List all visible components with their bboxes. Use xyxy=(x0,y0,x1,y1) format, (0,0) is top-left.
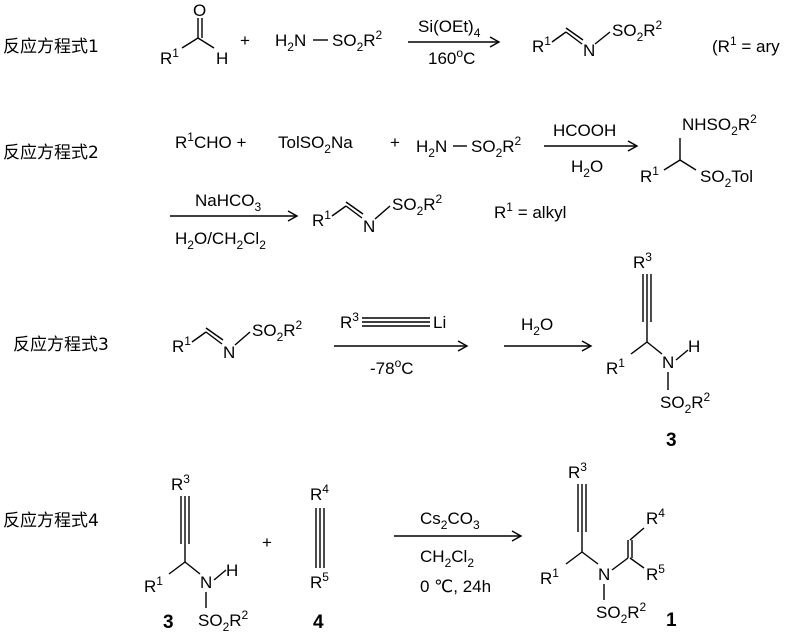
compound-number-4: 4 xyxy=(313,612,324,633)
svg-text:HCOOH: HCOOH xyxy=(553,121,616,140)
svg-text:SO2R2: SO2R2 xyxy=(660,390,711,416)
svg-text:N: N xyxy=(200,573,212,592)
eq2-plus: + xyxy=(390,133,400,152)
svg-text:SO2R2: SO2R2 xyxy=(392,192,443,218)
eq3-imine: R1 N SO2R2 xyxy=(172,318,303,362)
svg-text:N: N xyxy=(223,343,235,362)
eq2-aldehyde: R1CHO + xyxy=(175,130,246,152)
svg-text:Li: Li xyxy=(433,313,446,332)
svg-text:N: N xyxy=(363,217,375,236)
bond xyxy=(181,37,199,49)
eq1-sulfonamide: H2N SO2R2 xyxy=(275,28,383,54)
svg-text:R3: R3 xyxy=(340,310,359,332)
svg-text:R1: R1 xyxy=(144,574,163,596)
eq2-sulfinate: TolSO2Na xyxy=(278,133,353,156)
eq2-intermediate: NHSO2R2 R1 SO2Tol xyxy=(640,112,757,190)
svg-text:H2O/CH2Cl2: H2O/CH2Cl2 xyxy=(175,229,266,252)
svg-text:SO2R2: SO2R2 xyxy=(198,608,249,634)
svg-text:SO2R2: SO2R2 xyxy=(471,134,522,160)
svg-text:R3: R3 xyxy=(568,460,587,482)
svg-text:R4: R4 xyxy=(646,506,665,528)
svg-text:R1: R1 xyxy=(172,334,191,356)
svg-text:R3: R3 xyxy=(171,472,190,494)
svg-text:Si(OEt)4: Si(OEt)4 xyxy=(418,17,481,40)
eq3-arrow2: H2O xyxy=(504,315,593,352)
svg-text:R1: R1 xyxy=(640,164,659,186)
svg-text:R5: R5 xyxy=(646,562,665,584)
eq4-label: 反应方程式4 xyxy=(3,511,99,531)
eq1-imine: R1 N SO2R2 xyxy=(532,18,663,60)
eq4-arrow: Cs2CO3 CH2Cl2 0 ℃, 24h xyxy=(394,509,523,596)
eq2-arrow2: NaHCO3 H2O/CH2Cl2 xyxy=(170,191,299,252)
svg-text:R1: R1 xyxy=(532,34,551,56)
svg-text:SO2R2: SO2R2 xyxy=(252,318,303,344)
compound-number-3: 3 xyxy=(666,430,677,451)
eq4-reactant-3: R3 R1 N H SO2R2 3 xyxy=(144,472,249,634)
svg-text:Cs2CO3: Cs2CO3 xyxy=(420,509,480,532)
svg-text:H: H xyxy=(688,337,700,356)
svg-text:R1: R1 xyxy=(606,356,625,378)
svg-text:N: N xyxy=(583,41,595,60)
svg-text:R4: R4 xyxy=(310,482,329,504)
svg-text:SO2R2: SO2R2 xyxy=(332,28,383,54)
svg-text:H: H xyxy=(226,561,238,580)
svg-text:NHSO2R2: NHSO2R2 xyxy=(682,112,757,138)
svg-text:SO2R2: SO2R2 xyxy=(612,18,663,44)
svg-text:R3: R3 xyxy=(633,250,652,272)
svg-text:N: N xyxy=(662,353,674,372)
eq1-plus: + xyxy=(240,31,250,50)
compound-number-1: 1 xyxy=(666,610,677,631)
eq2-sulfonamide: H2N SO2R2 xyxy=(416,134,522,160)
eq3-label: 反应方程式3 xyxy=(13,335,109,355)
eq1-aldehyde: R1 O H xyxy=(160,1,228,68)
svg-text:SO2R2: SO2R2 xyxy=(596,600,647,626)
eq2-note: R1 = alkyl xyxy=(494,200,566,222)
eq1-arrow: Si(OEt)4 160oC xyxy=(408,17,501,68)
eq1-note: (R1 = ary xyxy=(712,34,780,56)
svg-text:160oC: 160oC xyxy=(428,46,475,68)
compound-number-3b: 3 xyxy=(163,612,174,633)
eq3-product: R3 R1 N H SO2R2 3 xyxy=(606,250,711,451)
eq4-reactant-4: R4 R5 4 xyxy=(310,482,329,633)
svg-text:SO2Tol: SO2Tol xyxy=(700,167,753,190)
svg-text:NaHCO3: NaHCO3 xyxy=(195,191,262,214)
svg-text:N: N xyxy=(598,565,610,584)
eq2-label: 反应方程式2 xyxy=(3,143,99,163)
atom-r1: R1 xyxy=(160,46,179,68)
eq2-imine: R1 N SO2R2 xyxy=(312,192,443,236)
svg-text:0 ℃, 24h: 0 ℃, 24h xyxy=(420,577,491,596)
svg-text:H2N: H2N xyxy=(275,31,306,54)
eq1-label: 反应方程式1 xyxy=(3,37,99,57)
eq3-arrow1: R3 Li -78oC xyxy=(334,310,469,378)
bond xyxy=(197,37,215,49)
eq4-product-1: R3 R1 N R4 R5 SO2R2 1 xyxy=(540,460,677,631)
svg-text:H2N: H2N xyxy=(416,137,447,160)
svg-text:H2O: H2O xyxy=(571,157,603,180)
eq2-arrow1: HCOOH H2O xyxy=(544,121,639,180)
atom-o: O xyxy=(193,1,206,20)
svg-text:R1: R1 xyxy=(312,208,331,230)
atom-h: H xyxy=(216,49,228,68)
svg-text:-78oC: -78oC xyxy=(370,356,414,378)
svg-text:CH2Cl2: CH2Cl2 xyxy=(420,547,474,570)
svg-text:R1: R1 xyxy=(540,566,559,588)
svg-text:H2O: H2O xyxy=(521,315,553,338)
svg-text:R5: R5 xyxy=(310,570,329,592)
eq4-plus: + xyxy=(262,533,272,552)
